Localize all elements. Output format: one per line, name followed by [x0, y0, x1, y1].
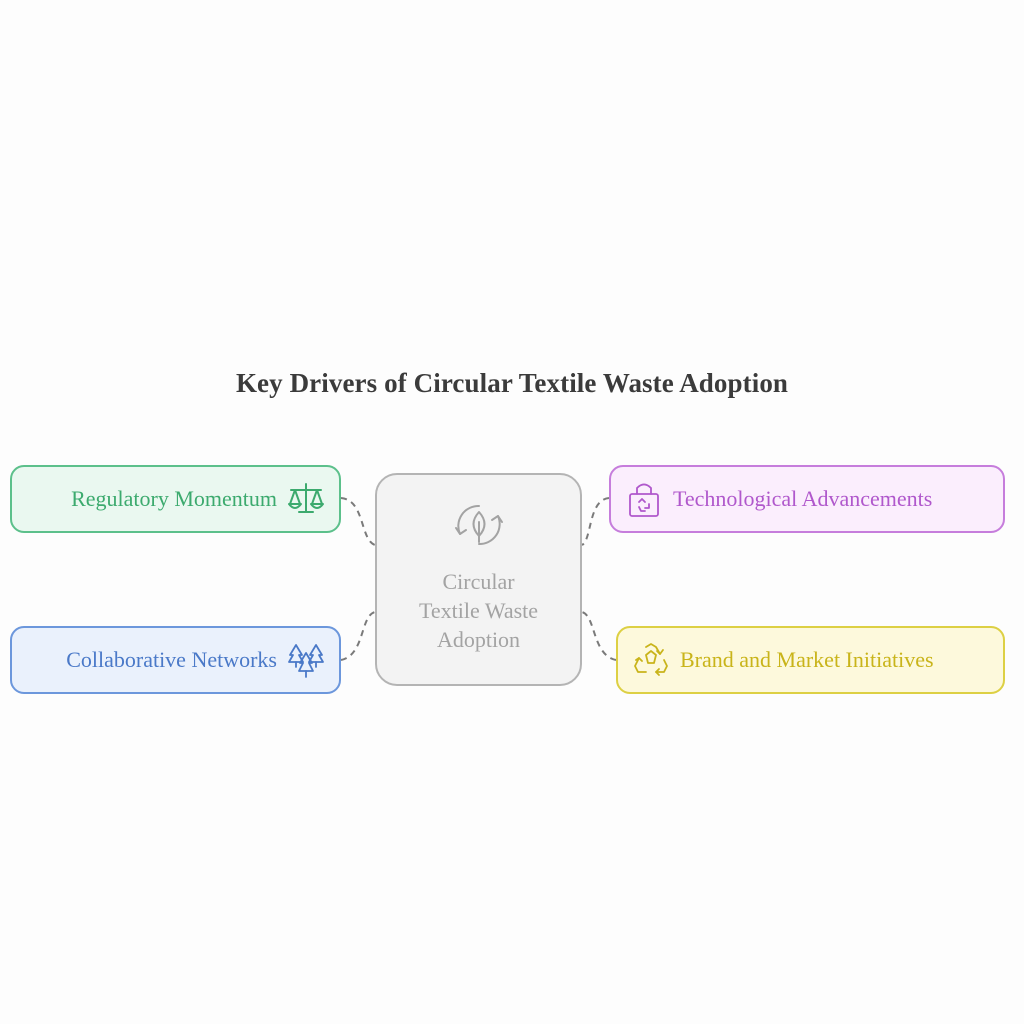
driver-label: Brand and Market Initiatives: [680, 647, 934, 672]
recycle-icon: [632, 641, 670, 679]
connector-collaborative: [340, 611, 376, 661]
driver-label: Technological Advancements: [673, 486, 933, 511]
trees-icon: [287, 641, 325, 679]
driver-regulatory-momentum[interactable]: Regulatory Momentum: [10, 465, 341, 533]
connector-regulatory: [340, 497, 376, 546]
driver-label: Regulatory Momentum: [71, 486, 277, 511]
central-concept[interactable]: Circular Textile Waste Adoption: [375, 473, 582, 686]
recycle-leaf-icon: [448, 500, 510, 557]
driver-collaborative-networks[interactable]: Collaborative Networks: [10, 626, 341, 694]
diagram-title: Key Drivers of Circular Textile Waste Ad…: [235, 368, 789, 398]
connector-brand: [581, 611, 617, 661]
driver-label: Collaborative Networks: [66, 647, 277, 672]
connector-technological: [581, 497, 610, 546]
recycle-bin-icon: [627, 480, 661, 518]
central-line-3: Adoption: [436, 626, 521, 652]
scales-icon: [287, 482, 325, 516]
central-line-1: Circular: [442, 568, 515, 594]
central-line-2: Textile Waste: [418, 597, 539, 623]
driver-brand-and-market-initiatives[interactable]: Brand and Market Initiatives: [616, 626, 1005, 694]
driver-technological-advancements[interactable]: Technological Advancements: [609, 465, 1005, 533]
